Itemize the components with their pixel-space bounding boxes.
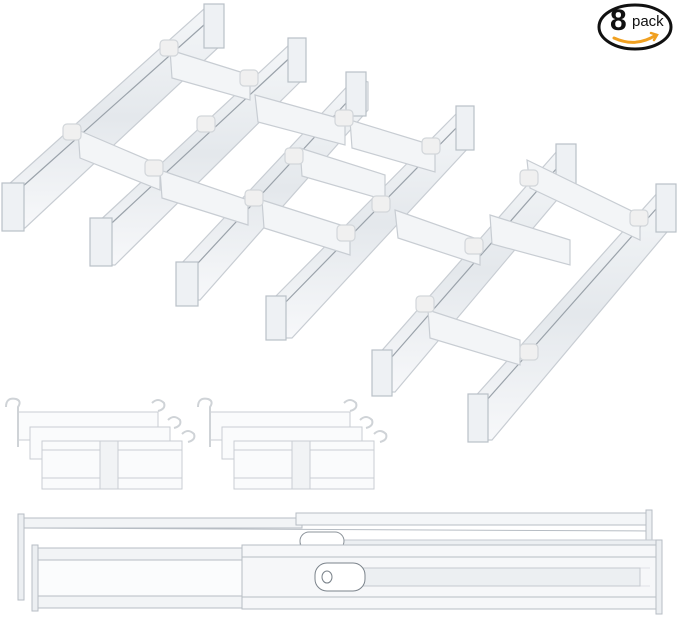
pack-count-badge: 8 pack: [596, 2, 674, 52]
packed-dividers-right: [197, 397, 388, 490]
badge-oval-icon: [597, 3, 673, 51]
pack-count: 8: [610, 4, 627, 37]
assembled-dividers-grid: [1, 3, 677, 443]
extended-dividers: [17, 509, 663, 615]
smile-arrow-icon: [612, 33, 658, 44]
pack-label: pack: [632, 13, 664, 30]
packed-dividers-left: [5, 397, 196, 490]
